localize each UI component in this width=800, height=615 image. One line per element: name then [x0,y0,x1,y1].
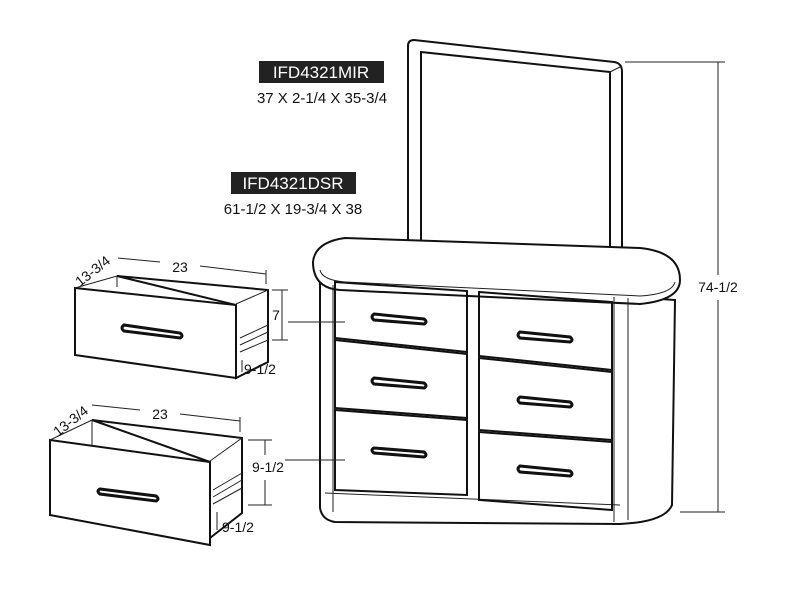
height-dimension: 74-1/2 [625,61,738,513]
dresser-dimensions: 61-1/2 X 19-3/4 X 38 [224,201,362,218]
large-drawer-width: 23 [152,406,168,422]
mirror-model: IFD4321MIR [273,63,369,82]
small-drawer-drawing: 23 13-3/4 7 9-1/2 [72,252,345,380]
mirror-dimensions: 37 X 2-1/4 X 35-3/4 [257,90,387,107]
total-height: 74-1/2 [698,279,738,295]
dresser-drawing [311,236,682,526]
large-drawer-depth: 13-3/4 [50,402,91,439]
large-drawer-height: 9-1/2 [252,459,284,475]
mirror-drawing [407,38,623,270]
small-drawer-height: 7 [272,307,280,323]
small-drawer-inner: 9-1/2 [244,361,276,377]
small-drawer-depth: 13-3/4 [72,252,113,289]
dresser-model: IFD4321DSR [242,174,343,193]
mirror-label: IFD4321MIR 37 X 2-1/4 X 35-3/4 [257,61,387,107]
large-drawer-inner: 9-1/2 [222,519,254,535]
large-drawer-drawing: 23 13-3/4 9-1/2 9-1/2 [49,402,345,547]
dresser-label: IFD4321DSR 61-1/2 X 19-3/4 X 38 [224,172,362,218]
small-drawer-width: 23 [172,259,188,275]
